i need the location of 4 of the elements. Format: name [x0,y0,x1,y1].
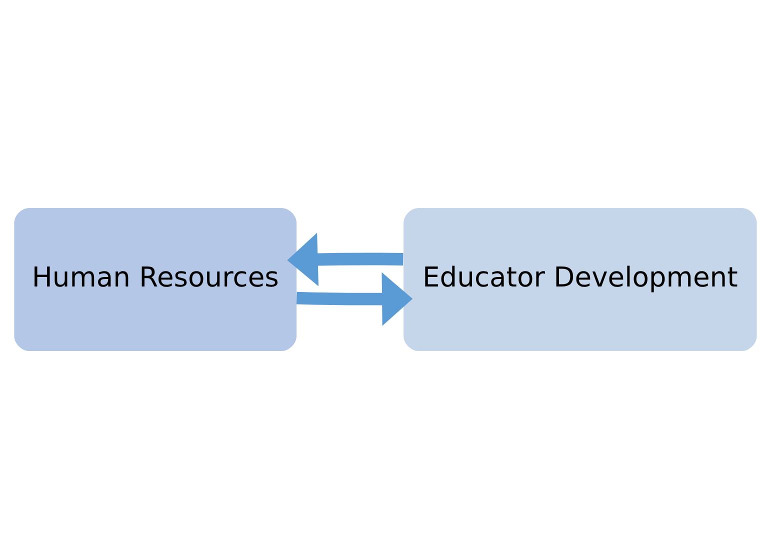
node-box: Human Resources [14,207,297,351]
arrow [287,232,404,286]
arrow [296,272,413,326]
node-box: Educator Development [404,207,757,351]
